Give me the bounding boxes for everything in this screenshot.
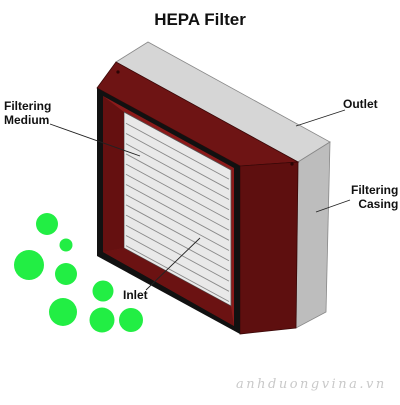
pleat-line [125, 173, 230, 231]
pleat-line [125, 245, 230, 302]
particle-circle-icon [49, 298, 77, 326]
casing-right-bevel [239, 161, 299, 335]
label-outlet: Outlet [343, 97, 378, 111]
medium-bevel-bottom [103, 248, 234, 326]
medium-bevel-left [103, 96, 124, 252]
label-filtering-medium-line1: Filtering [4, 99, 52, 113]
pleat-line [125, 214, 230, 272]
label-filtering-medium-line2: Medium [4, 113, 50, 127]
pleat-line [125, 153, 230, 211]
particle-circle-icon [92, 280, 114, 302]
label-inlet: Inlet [123, 288, 148, 302]
leader-line-medium [49, 123, 141, 157]
label-filtering-medium: Filtering Medium [4, 99, 51, 127]
pleat-line [125, 122, 230, 180]
medium-pleats [125, 122, 230, 302]
leader-line-casing [315, 199, 351, 213]
leader-line-outlet [295, 109, 346, 127]
particle-circle-icon [14, 250, 44, 280]
particle-circle-icon [119, 308, 143, 332]
particle-circle-icon [59, 238, 73, 252]
pleat-line [125, 235, 230, 292]
watermark-text: anhduongvina.vn [236, 377, 387, 392]
particle-circle-icon [89, 307, 115, 333]
pleat-line [125, 224, 230, 282]
label-filtering-casing-line2: Casing [358, 197, 399, 211]
diagram-title: HEPA Filter [154, 10, 246, 29]
housing-right-face [295, 141, 331, 329]
pleat-line [125, 143, 230, 200]
particle-circle-icon [55, 263, 77, 285]
label-filtering-casing: Filtering Casing [351, 183, 398, 211]
pleat-line [125, 163, 230, 221]
pleat-line [125, 204, 230, 262]
casing-screw-dot [116, 70, 120, 74]
pleat-line [125, 194, 230, 251]
pleat-line [125, 184, 230, 241]
casing-screw-dot [290, 162, 294, 166]
pleat-line [125, 133, 230, 190]
particles-group [14, 213, 143, 333]
particle-circle-icon [36, 213, 58, 235]
leader-line-inlet [145, 237, 201, 291]
label-filtering-casing-line1: Filtering [351, 183, 399, 197]
